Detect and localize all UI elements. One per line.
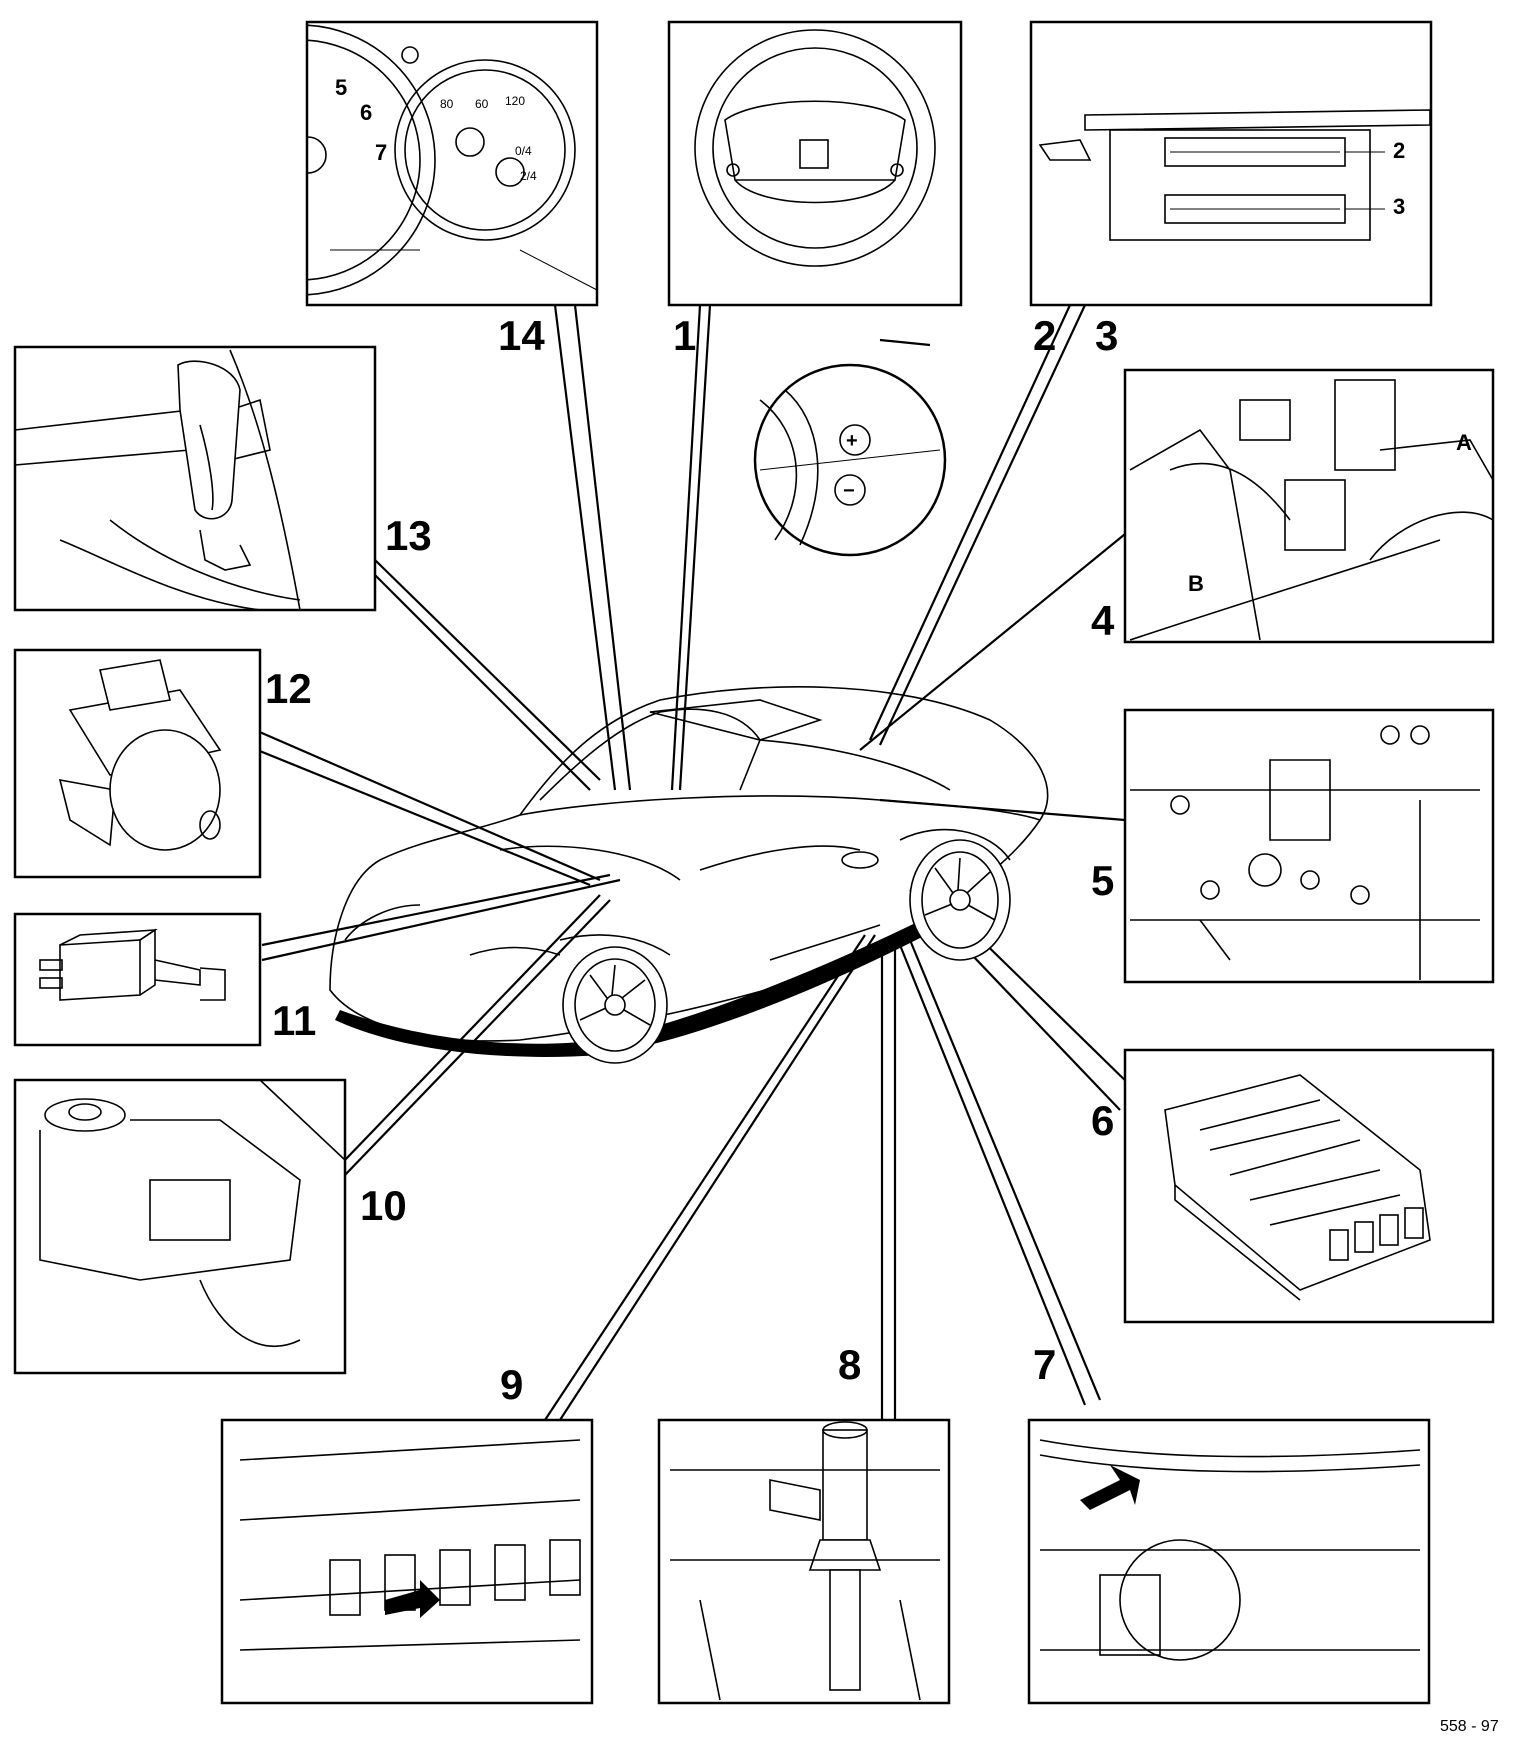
inset-11-brake-light-switch (13, 912, 262, 1047)
ecu-connector-label-3: 3 (1393, 194, 1406, 219)
gauge-label-120: 120 (505, 94, 525, 108)
callout-3: 3 (1095, 312, 1119, 359)
callout-2: 2 (1033, 312, 1057, 359)
inset-steering-switch-detail: + − (753, 363, 947, 557)
line-label-b: B (1188, 571, 1204, 596)
inset-12-ignition-lock-detail (13, 648, 262, 879)
line-label-a: A (1456, 430, 1472, 455)
gauge-label-7: 7 (375, 140, 387, 165)
callout-14: 14 (498, 312, 545, 359)
minus-switch-symbol: − (843, 480, 855, 502)
inset-5-transmission-detail (1123, 708, 1495, 984)
callout-10: 10 (360, 1182, 407, 1229)
gauge-label-5: 5 (335, 75, 347, 100)
callout-7: 7 (1033, 1341, 1057, 1388)
inset-steering-wheel (667, 20, 963, 307)
callout-1: 1 (673, 312, 697, 359)
inset-control-unit (1029, 20, 1433, 307)
figure-number: 558 - 97 (1440, 1718, 1499, 1735)
gauge-label-80: 80 (440, 97, 454, 111)
callout-12: 12 (265, 665, 312, 712)
callout-6: 6 (1091, 1097, 1115, 1144)
callout-13: 13 (385, 512, 432, 559)
gauge-label-60: 60 (475, 97, 489, 111)
ecu-connector-label-2: 2 (1393, 138, 1406, 163)
inset-13-selector-lever (13, 345, 377, 612)
inset-6-valve-body (1123, 1048, 1495, 1324)
inset-10-throttle-detail (13, 1078, 347, 1375)
callout-11: 11 (272, 997, 317, 1044)
plus-switch-symbol: + (846, 430, 858, 452)
callout-5: 5 (1091, 857, 1115, 904)
inset-8-speed-sensor (657, 1418, 951, 1705)
inset-9-solenoid-valves (220, 1418, 594, 1705)
gauge-label-2-4: 2/4 (520, 169, 537, 183)
callout-8: 8 (838, 1341, 862, 1388)
gauge-label-0-4: 0/4 (515, 144, 532, 158)
callout-9: 9 (500, 1361, 524, 1408)
inset-instrument-cluster: 5 6 7 80 60 120 0/4 2/4 (305, 20, 599, 307)
gauge-label-6: 6 (360, 100, 372, 125)
inset-7-temperature-sensor (1027, 1418, 1431, 1705)
callout-4: 4 (1091, 597, 1115, 644)
leader-lines (244, 304, 1136, 1421)
inset-4-selector-lever-switch (1123, 368, 1495, 644)
car-illustration (329, 686, 1049, 1064)
